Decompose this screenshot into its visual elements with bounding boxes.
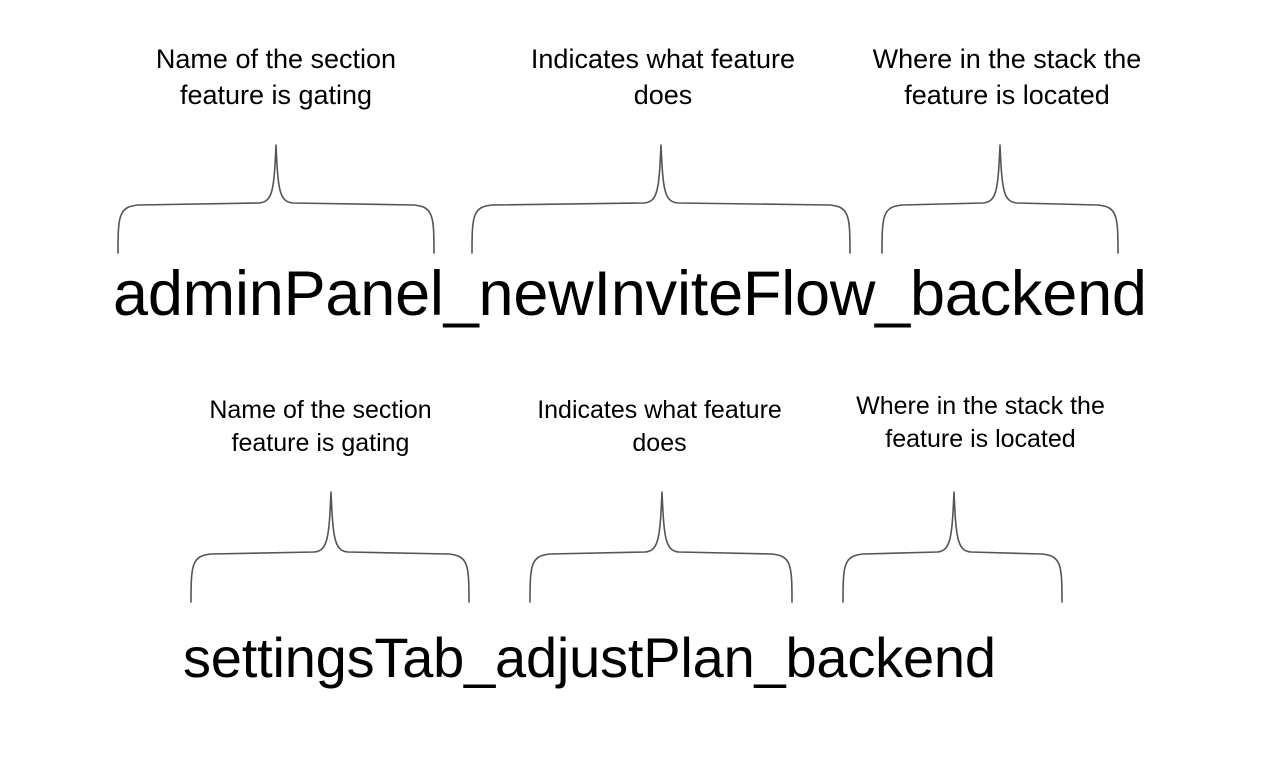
feature-flag-name-2: settingsTab_adjustPlan_backend (183, 626, 996, 689)
curly-brace-icon-2-3 (841, 490, 1064, 602)
curly-brace-icon-1-1 (116, 143, 436, 253)
curly-brace-icon-2-1 (189, 490, 471, 602)
annotation-label-stack-location-1: Where in the stack the feature is locate… (872, 44, 1142, 110)
annotation-label-feature-action-1: Indicates what feature does (530, 44, 796, 110)
annotation-label-stack-location-2: Where in the stack the feature is locate… (856, 392, 1105, 453)
curly-brace-icon-1-2 (470, 143, 852, 253)
curly-brace-icon-2-2 (528, 490, 794, 602)
annotation-label-section-name-1: Name of the section feature is gating (155, 44, 397, 110)
annotation-label-feature-action-2: Indicates what feature does (537, 396, 782, 457)
feature-flag-name-1: adminPanel_newInviteFlow_backend (113, 259, 1147, 329)
curly-brace-icon-1-3 (880, 143, 1120, 253)
annotation-label-section-name-2: Name of the section feature is gating (209, 396, 432, 457)
